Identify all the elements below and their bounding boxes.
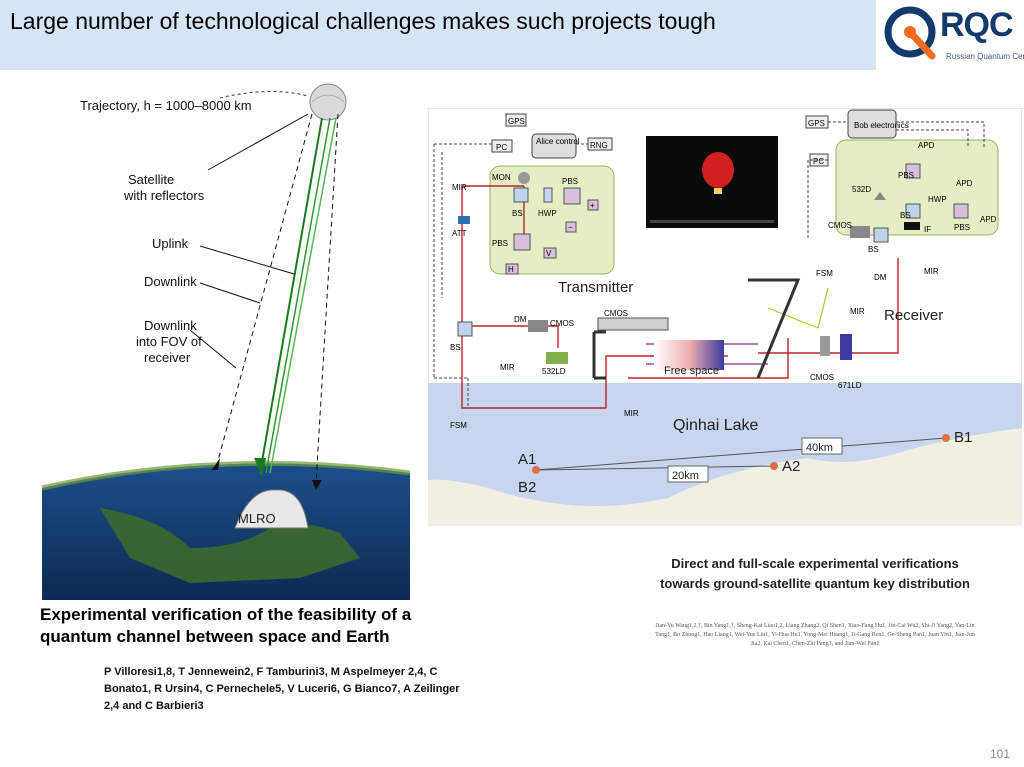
satellite <box>309 83 347 121</box>
svg-text:MON: MON <box>492 173 511 182</box>
rqc-logo-icon <box>884 6 936 60</box>
svg-text:PBS: PBS <box>492 239 508 248</box>
free-space-label: Free space <box>664 365 719 377</box>
left-paper-authors: P Villoresi1,8, T Jennewein2, F Tamburin… <box>104 666 460 712</box>
svg-text:GPS: GPS <box>508 117 525 126</box>
svg-text:PC: PC <box>813 157 824 166</box>
site-b1 <box>942 434 950 442</box>
svg-text:HWP: HWP <box>538 209 557 218</box>
slide-title: Large number of technological challenges… <box>10 8 716 34</box>
svg-text:RNG: RNG <box>590 141 608 150</box>
svg-text:532D: 532D <box>852 185 871 194</box>
logo-subtitle: Russian Quantum Center <box>946 52 1024 61</box>
svg-text:−: − <box>568 223 573 232</box>
svg-text:APD: APD <box>956 179 973 188</box>
satellite-link-figure: MLRO Trajectory, h = 1000–8000 km Satell… <box>41 83 411 600</box>
svg-text:MIR: MIR <box>500 363 515 372</box>
svg-text:MIR: MIR <box>850 307 865 316</box>
uplink-label: Uplink <box>152 236 189 251</box>
svg-text:Alice control: Alice control <box>536 137 580 146</box>
svg-text:A2: A2 <box>782 458 800 475</box>
qinhai-lake <box>428 383 1022 506</box>
logo-wordmark: RQC <box>940 6 1014 44</box>
right-paper-authors: Jian-Yu Wang1,2,†, Bin Yang1,†, Sheng-Ka… <box>655 623 975 647</box>
site-a1-b2 <box>532 466 540 474</box>
svg-text:DM: DM <box>874 273 887 282</box>
svg-text:MIR: MIR <box>924 267 939 276</box>
downlink-fov-beam <box>315 113 339 484</box>
downlink-beam <box>215 113 313 469</box>
title-bar: Large number of technological challenges… <box>0 0 876 70</box>
svg-text:A1: A1 <box>518 451 536 468</box>
svg-text:+: + <box>590 201 595 210</box>
svg-text:GPS: GPS <box>808 119 825 128</box>
svg-text:V: V <box>546 249 552 258</box>
svg-text:PBS: PBS <box>954 223 970 232</box>
link-40km <box>535 437 947 471</box>
link-20km <box>535 465 775 471</box>
svg-text:Bob electronics: Bob electronics <box>854 121 909 130</box>
svg-text:FSM: FSM <box>816 269 833 278</box>
receiver-label: Receiver <box>884 307 943 324</box>
beam-paths <box>461 185 899 409</box>
uplink-beam <box>259 117 323 474</box>
svg-text:H: H <box>508 265 514 274</box>
mlro-station: MLRO <box>234 489 309 529</box>
svg-text:MIR: MIR <box>452 183 467 192</box>
svg-text:PBS: PBS <box>898 171 914 180</box>
right-paper-caption: Direct and full-scale experimental verif… <box>660 556 970 591</box>
svg-text:CMOS: CMOS <box>810 373 834 382</box>
svg-text:CMOS: CMOS <box>604 309 628 318</box>
svg-text:APD: APD <box>980 215 997 224</box>
trajectory-arc <box>219 91 309 99</box>
svg-text:HWP: HWP <box>928 195 947 204</box>
svg-text:CMOS: CMOS <box>550 319 574 328</box>
svg-text:B2: B2 <box>518 479 536 496</box>
downlink-label: Downlink <box>144 274 197 289</box>
svg-text:CMOS: CMOS <box>828 221 852 230</box>
rqc-logo: RQC Russian Quantum Center <box>880 0 1024 70</box>
lake-label: Qinhai Lake <box>673 417 758 434</box>
distance-20km: 20km <box>672 470 699 482</box>
svg-text:532LD: 532LD <box>542 367 566 376</box>
distance-40km: 40km <box>806 442 833 454</box>
transmitter-label: Transmitter <box>558 279 633 296</box>
svg-text:B1: B1 <box>954 429 972 446</box>
svg-text:PC: PC <box>496 143 507 152</box>
svg-text:ATT: ATT <box>452 229 467 238</box>
left-paper-caption: Experimental verification of the feasibi… <box>40 605 412 646</box>
svg-text:BS: BS <box>512 209 523 218</box>
svg-text:APD: APD <box>918 141 935 150</box>
svg-text:DM: DM <box>514 315 527 324</box>
svg-text:BS: BS <box>900 211 911 220</box>
svg-text:FSM: FSM <box>450 421 467 430</box>
svg-text:MIR: MIR <box>624 409 639 418</box>
svg-text:IF: IF <box>924 225 931 234</box>
svg-text:BS: BS <box>868 245 879 254</box>
station-label: MLRO <box>238 511 276 526</box>
site-a2 <box>770 462 778 470</box>
svg-text:PBS: PBS <box>562 177 578 186</box>
free-space-beam <box>654 340 724 370</box>
svg-text:BS: BS <box>450 343 461 352</box>
trajectory-label: Trajectory, h = 1000–8000 km <box>80 98 252 113</box>
qkd-setup-figure: Qinhai Lake 40km 20km A1 B2 A2 B1 GPS PC… <box>428 108 1022 526</box>
svg-text:671LD: 671LD <box>838 381 862 390</box>
page-number: 101 <box>990 747 1011 761</box>
